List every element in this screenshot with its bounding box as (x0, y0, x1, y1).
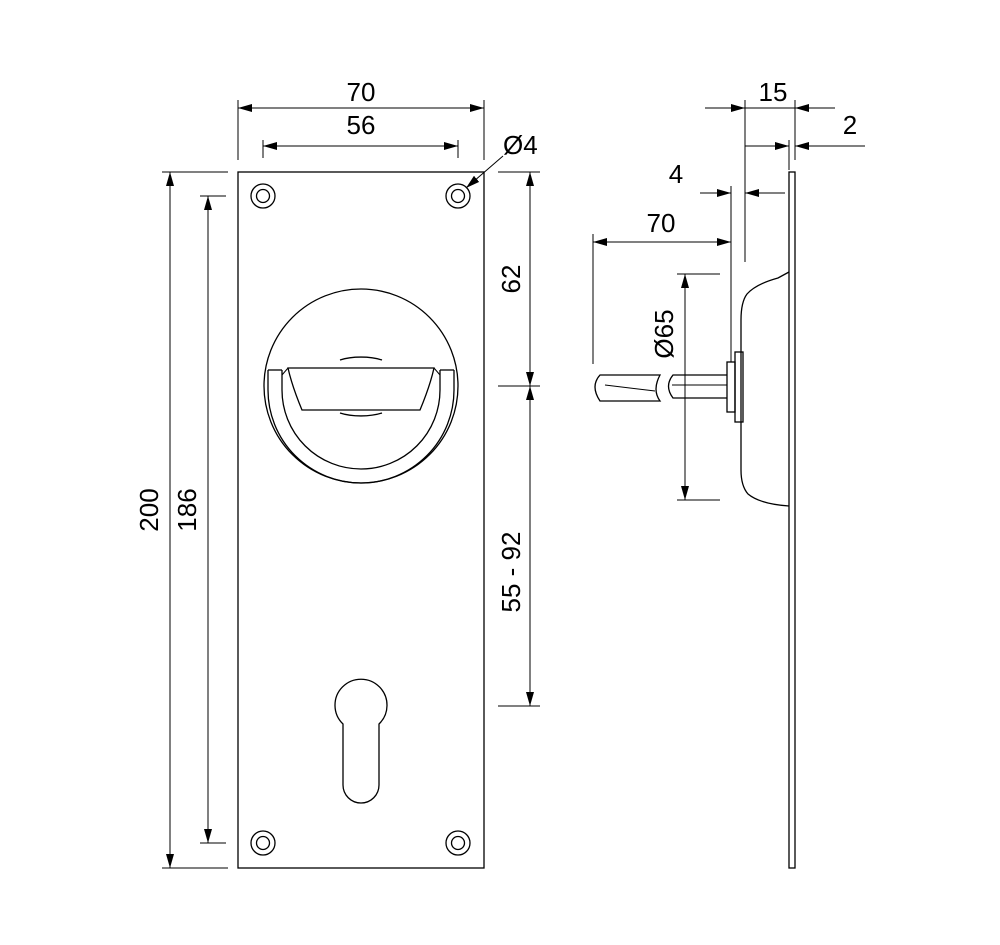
dim-handle-projection-label: 70 (647, 208, 676, 238)
dim-backset-range (498, 386, 540, 707)
screw-hole-bottom-left (250, 830, 276, 856)
side-view: 15 2 4 70 Ø65 (592, 77, 865, 869)
dim-rosette-diameter-label: Ø65 (649, 309, 679, 358)
dim-rosette-diameter (677, 273, 720, 501)
dim-hole-spacing-height-label: 186 (172, 488, 202, 531)
dim-hole-diameter-leader (465, 155, 504, 189)
dim-overall-width (237, 100, 485, 160)
ring-pull (267, 369, 455, 484)
dim-overall-height (162, 171, 228, 869)
dim-hole-spacing-width-label: 56 (347, 110, 376, 140)
dim-overall-width-label: 70 (347, 77, 376, 107)
dim-plate-thickness (745, 140, 865, 170)
side-rosette-profile (740, 271, 790, 507)
escutcheon-plate-outline (237, 171, 485, 869)
dim-hole-spacing-width (262, 140, 459, 158)
dim-overall-height-label: 200 (134, 488, 164, 531)
side-spindle-collar (726, 361, 736, 413)
dim-plate-thickness-label: 2 (843, 110, 857, 140)
screw-hole-top-left (250, 183, 276, 209)
dim-depth-label: 15 (759, 77, 788, 107)
side-plate-outline (788, 171, 796, 869)
dim-offset (700, 186, 785, 362)
dim-offset-label: 4 (669, 159, 683, 189)
dim-top-to-center-label: 62 (496, 265, 526, 294)
turn-piece (281, 356, 441, 417)
screw-hole-top-right (445, 183, 471, 209)
screw-hole-bottom-right (445, 830, 471, 856)
dim-hole-diameter-label: Ø4 (503, 130, 538, 160)
side-spindle-boss (734, 351, 744, 423)
front-view: 70 56 Ø4 200 186 62 (134, 77, 540, 869)
dim-depth (705, 100, 835, 262)
keyhole-cutout (334, 678, 388, 804)
dim-backset-range-label: 55 - 92 (496, 532, 526, 613)
side-handle-shaft (594, 374, 727, 402)
dim-hole-spacing-height (200, 195, 226, 844)
dim-handle-projection (592, 234, 731, 364)
